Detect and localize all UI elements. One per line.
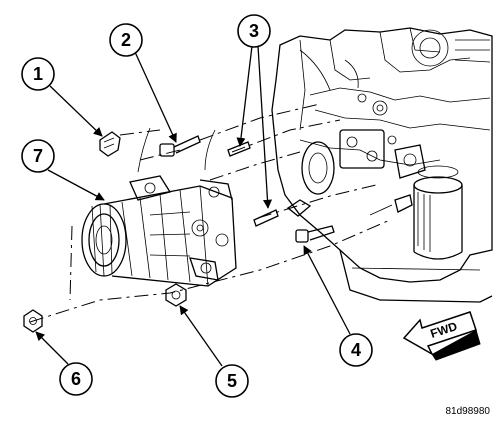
svg-text:5: 5 — [227, 371, 237, 391]
callout-1: 1 — [21, 57, 55, 91]
callout-7: 7 — [21, 139, 55, 173]
mounting-bolt-short — [286, 199, 335, 243]
svg-text:7: 7 — [33, 146, 43, 166]
leader-lines — [35, 45, 351, 367]
stud-lower — [253, 209, 279, 227]
svg-text:1: 1 — [33, 64, 43, 84]
callout-5: 5 — [215, 364, 249, 398]
oil-filter — [413, 165, 463, 260]
callout-2: 2 — [109, 23, 143, 57]
nut-left — [23, 309, 43, 333]
callout-4: 4 — [339, 333, 373, 367]
mounting-bolt-long — [159, 135, 201, 157]
figure-id: 81d98980 — [446, 406, 491, 417]
callout-3: 3 — [237, 14, 271, 48]
svg-text:2: 2 — [121, 30, 131, 50]
alignment-centerlines — [29, 103, 391, 323]
forward-direction-arrow: FWD — [402, 311, 481, 361]
svg-text:6: 6 — [71, 369, 81, 389]
ac-compressor — [81, 175, 237, 287]
svg-text:3: 3 — [249, 21, 259, 41]
svg-text:4: 4 — [351, 340, 361, 360]
nut-center — [165, 283, 187, 307]
wire-clip — [99, 131, 121, 157]
engine-block — [271, 27, 493, 303]
callout-6: 6 — [59, 362, 93, 396]
